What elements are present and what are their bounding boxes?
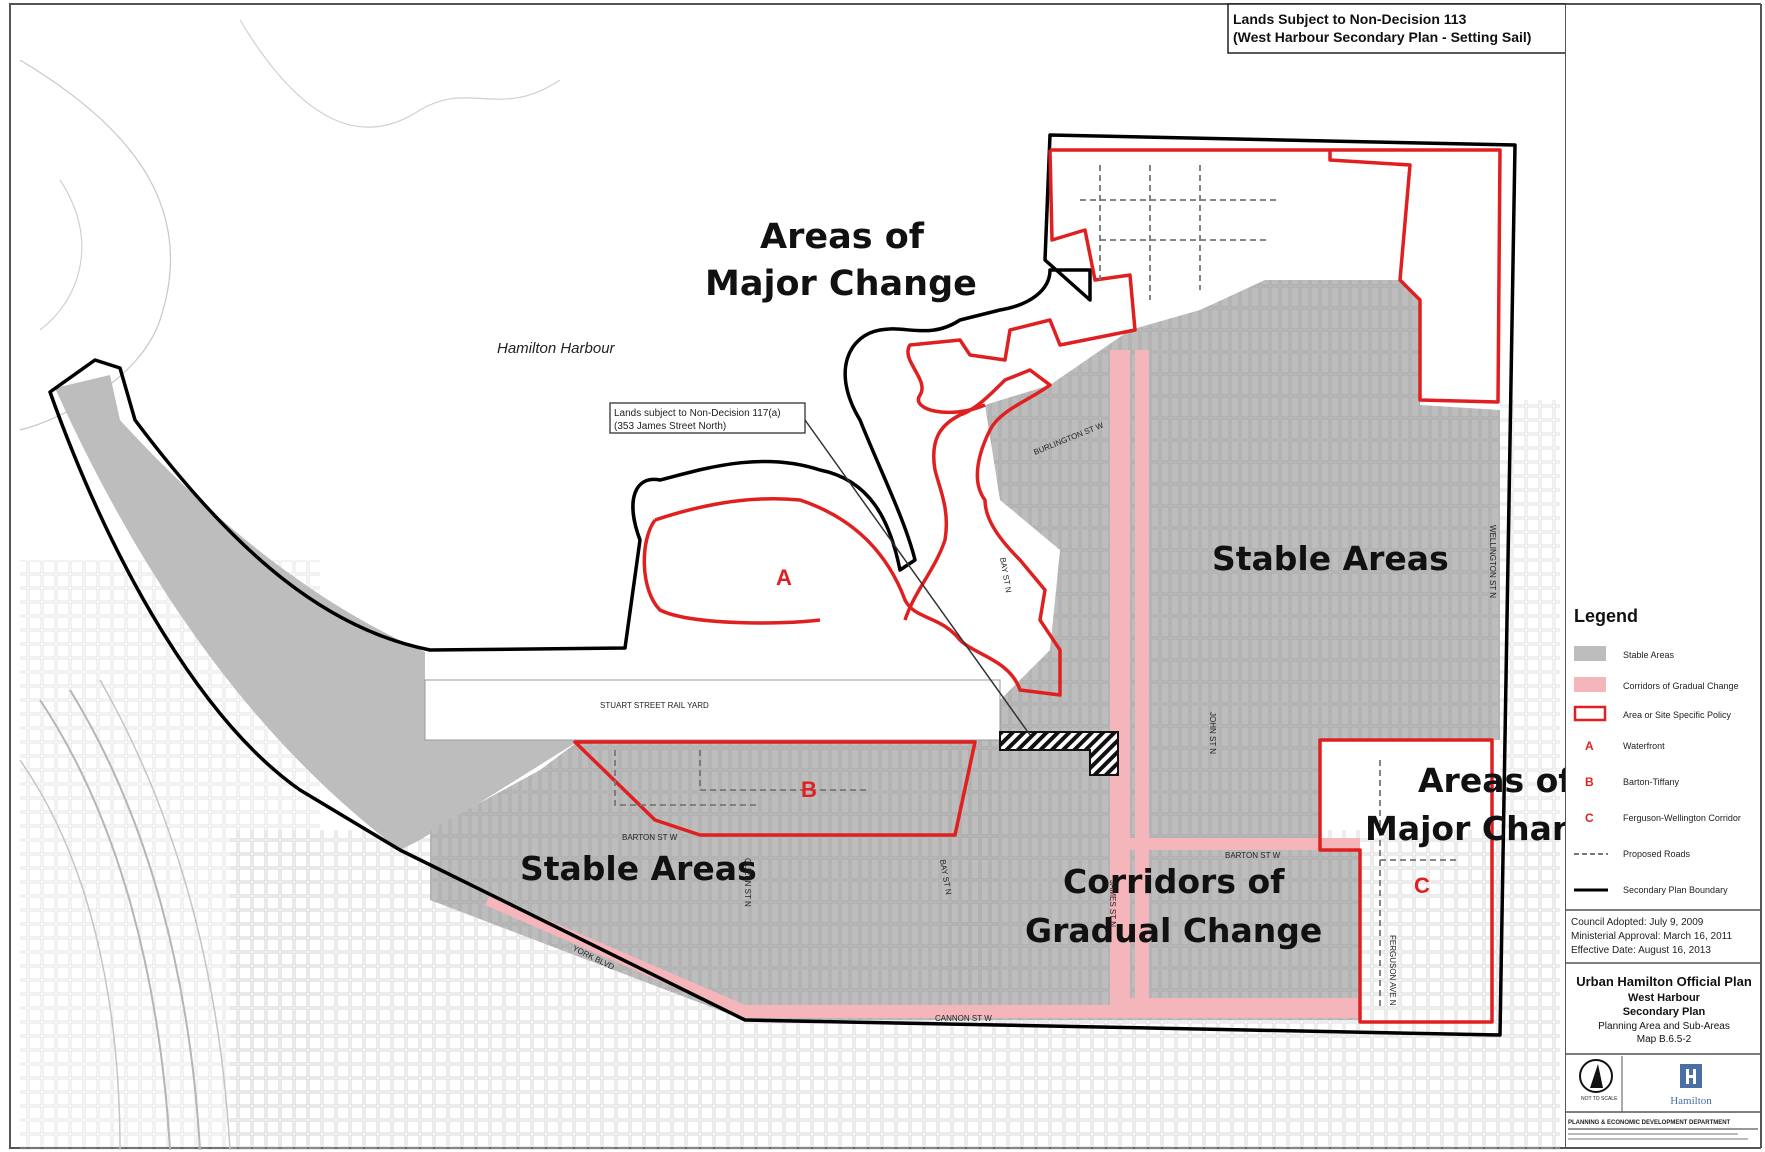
side-panel: Legend Stable Areas Corridors of Gradual…	[1565, 3, 1762, 1149]
legend-letter-b: B	[1585, 775, 1594, 789]
label-stable-2: Stable Areas	[520, 849, 757, 888]
legend-letter-c: C	[1585, 811, 1594, 825]
label-major-change-2-line1: Areas of	[1418, 761, 1573, 800]
legend-label-corridor: Corridors of Gradual Change	[1623, 681, 1739, 691]
title-block-l3: Secondary Plan	[1623, 1006, 1706, 1018]
city-logo-text: Hamilton	[1670, 1095, 1712, 1107]
legend-items: Stable Areas Corridors of Gradual Change…	[1573, 646, 1741, 895]
date-adopted: Council Adopted: July 9, 2009	[1571, 917, 1704, 928]
road-barton-east: BARTON ST W	[1225, 851, 1281, 860]
legend-label-stable: Stable Areas	[1623, 650, 1675, 660]
sub-area-letter-a: A	[776, 565, 792, 590]
legend-label-ferguson: Ferguson-Wellington Corridor	[1623, 813, 1741, 823]
policy-area-north	[906, 148, 1502, 415]
label-major-change-1-line2: Major Change	[705, 264, 977, 304]
road-barton-west: BARTON ST W	[622, 833, 678, 842]
date-effective: Effective Date: August 16, 2013	[1571, 945, 1711, 956]
road-queen: QUEEN ST N	[743, 858, 752, 907]
city-logo-icon	[1680, 1064, 1702, 1088]
title-block-l4: Planning Area and Sub-Areas	[1598, 1021, 1730, 1032]
callout-leader	[804, 419, 1031, 736]
label-corridors-line1: Corridors of	[1063, 862, 1285, 901]
legend-label-boundary: Secondary Plan Boundary	[1623, 885, 1728, 895]
rail-yard	[424, 679, 1001, 741]
top-note-line1: Lands Subject to Non-Decision 113	[1233, 11, 1467, 27]
legend-swatch-policy	[1573, 705, 1607, 722]
policy-area-b	[573, 740, 977, 837]
road-ferguson: FERGUSON AVE N	[1388, 935, 1397, 1006]
road-cannon: CANNON ST W	[935, 1014, 992, 1023]
proposed-roads	[614, 165, 1460, 1010]
top-note-line2: (West Harbour Secondary Plan - Setting S…	[1233, 29, 1531, 45]
sub-area-letter-c: C	[1414, 873, 1430, 898]
department-name: PLANNING & ECONOMIC DEVELOPMENT DEPARTME…	[1568, 1120, 1731, 1126]
legend-letter-a: A	[1585, 739, 1594, 753]
road-john: JOHN ST N	[1208, 712, 1217, 754]
legend-swatch-corridor	[1574, 677, 1606, 692]
harbour-label: Hamilton Harbour	[497, 340, 616, 357]
title-block-l1: Urban Hamilton Official Plan	[1576, 974, 1752, 989]
label-stable-1: Stable Areas	[1212, 539, 1449, 578]
north-arrow-label: NOT TO SCALE	[1581, 1096, 1618, 1102]
site-specific-policy-areas	[573, 148, 1502, 1024]
legend-label-barton: Barton-Tiffany	[1623, 777, 1680, 787]
title-block-l5: Map B.6.5-2	[1637, 1034, 1692, 1045]
date-approval: Ministerial Approval: March 16, 2011	[1571, 931, 1732, 942]
callout-box: Lands subject to Non-Decision 117(a) (35…	[609, 402, 806, 434]
title-block-l2: West Harbour	[1628, 992, 1701, 1004]
road-james: JAMES ST N	[1108, 880, 1117, 927]
road-wellington: WELLINGTON ST N	[1488, 525, 1497, 598]
secondary-plan-boundary	[48, 133, 1517, 1037]
legend-label-policy: Area or Site Specific Policy	[1623, 710, 1732, 720]
legend-label-proposed-roads: Proposed Roads	[1623, 849, 1691, 859]
legend-label-waterfront: Waterfront	[1623, 741, 1665, 751]
sub-area-letter-b: B	[801, 777, 817, 802]
north-arrow-icon	[1579, 1059, 1613, 1093]
label-corridors-line2: Gradual Change	[1025, 911, 1322, 950]
policy-area-a	[642, 368, 1062, 697]
policy-area-c	[1318, 738, 1494, 1024]
legend-title: Legend	[1574, 606, 1638, 626]
road-rail-yard: STUART STREET RAIL YARD	[600, 701, 709, 710]
non-decision-117a-site	[999, 731, 1119, 776]
corridors-gradual-change	[485, 350, 1360, 1018]
callout-line2: (353 James Street North)	[614, 421, 726, 432]
legend-swatch-stable	[1574, 646, 1606, 661]
callout-line1: Lands subject to Non-Decision 117(a)	[614, 408, 781, 419]
label-major-change-1-line1: Areas of	[760, 217, 925, 257]
top-note-box: Lands Subject to Non-Decision 113 (West …	[1227, 3, 1567, 54]
